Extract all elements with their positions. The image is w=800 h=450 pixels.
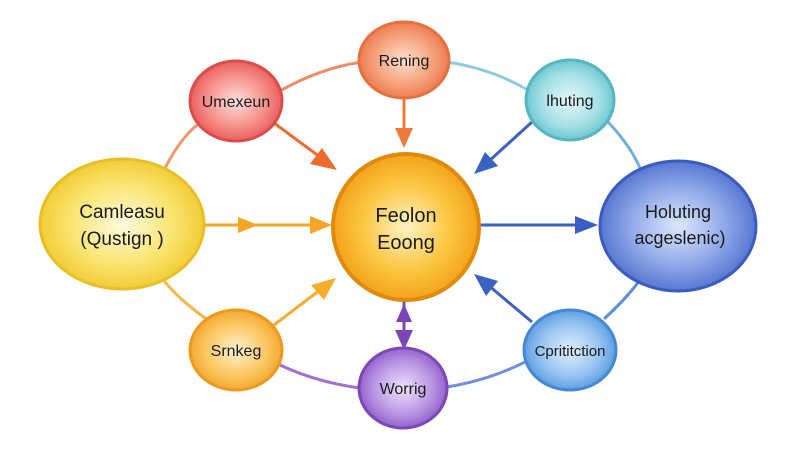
connector-right-bottomright <box>603 278 642 320</box>
node-top-right-ellipse <box>524 58 616 142</box>
node-bottom-left-label: Srnkeg <box>211 343 262 360</box>
node-right-label-line2: acgeslenic) <box>634 228 725 248</box>
arrowhead-left-center <box>310 216 332 234</box>
node-bottom-right: Cprititction <box>522 308 618 392</box>
node-bottom: Worrig <box>357 346 449 430</box>
node-top-label: Rening <box>379 53 430 70</box>
node-left-label-line1: Camleasu <box>79 202 165 223</box>
ring-connectors <box>163 60 642 390</box>
arrow-bottomleft-center <box>269 288 321 330</box>
node-bottom-label: Worrig <box>380 381 427 398</box>
node-top: Rening <box>357 20 451 100</box>
node-top-left: Umexeun <box>188 59 284 143</box>
node-left: Camleasu (Qustign ) <box>38 157 206 291</box>
arrowhead-bottomleft-center <box>311 278 336 300</box>
node-top-right: lhuting <box>524 58 616 142</box>
node-bottom-left-ellipse <box>188 308 284 392</box>
connector-topleft-top <box>276 60 364 94</box>
connector-bottomleft-left <box>163 280 207 320</box>
node-bottom-right-label: Cprititction <box>535 343 606 360</box>
connector-bottom-bottomleft <box>276 362 362 390</box>
arrowhead-topleft-center <box>310 148 337 170</box>
connector-bottomright-bottom <box>438 360 527 390</box>
arrowhead-left-center-mid <box>238 217 258 233</box>
node-bottom-right-ellipse <box>522 308 618 392</box>
node-top-ellipse <box>357 20 451 100</box>
arrow-topright-center <box>486 120 534 164</box>
node-right-label-line1: Holuting <box>645 202 711 222</box>
node-right: Holuting acgeslenic) <box>598 159 758 293</box>
arrowhead-topright-center <box>474 152 498 174</box>
arrow-bottomright-center <box>487 283 533 324</box>
connector-topright-right <box>606 120 642 170</box>
node-top-left-label: Umexeun <box>202 94 270 111</box>
node-left-ellipse <box>38 157 206 291</box>
arrow-topleft-center <box>269 118 321 159</box>
node-top-right-label: lhuting <box>546 93 593 110</box>
arrowhead-center-right <box>575 216 598 234</box>
node-center-label-line2: Eoong <box>377 232 435 254</box>
arrowhead-center-bottom-up <box>396 304 412 322</box>
node-center-circle <box>331 152 481 302</box>
node-top-left-ellipse <box>188 59 284 143</box>
arrowhead-center-bottom <box>395 330 413 350</box>
node-bottom-left: Srnkeg <box>188 308 284 392</box>
arrowhead-top-center <box>395 128 413 148</box>
connector-top-topright <box>444 60 530 92</box>
node-center: Feolon Eoong <box>331 152 481 302</box>
node-left-label-line2: (Qustign ) <box>80 229 163 250</box>
connector-left-topleft <box>163 118 207 170</box>
node-center-label-line1: Feolon <box>375 205 436 227</box>
node-right-ellipse <box>598 159 758 293</box>
arrows <box>205 98 598 350</box>
arrowhead-bottomright-center <box>474 274 498 296</box>
node-bottom-ellipse <box>357 346 449 430</box>
